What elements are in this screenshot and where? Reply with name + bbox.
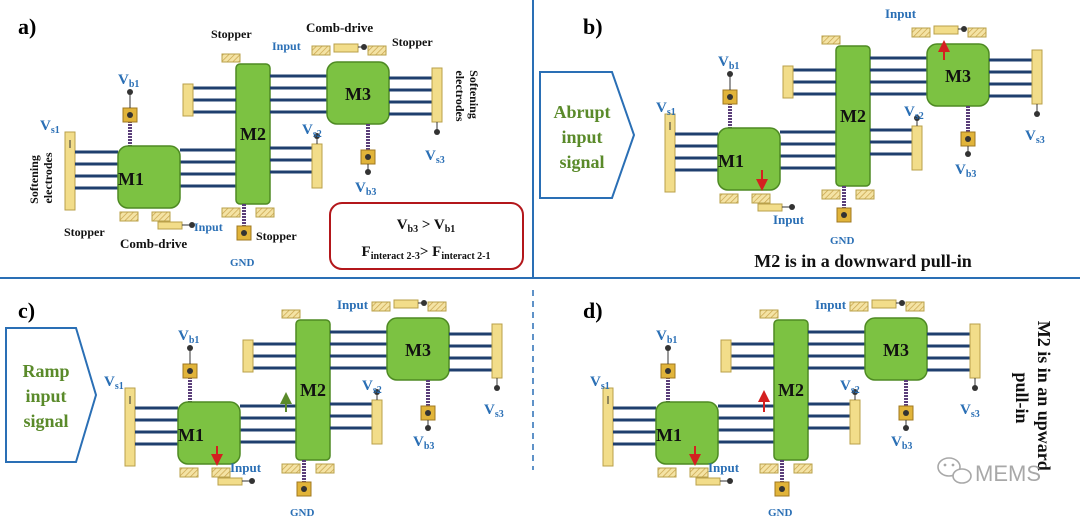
panel-a-softening-left: Softening electrodes [27,152,55,204]
panel-c-m1-label: M1 [178,425,204,445]
panel-c-m2-label: M2 [300,380,326,400]
panel-a-vs3: Vs3 [425,148,445,166]
panel-b-input-bottom: Input [773,212,805,227]
panel-d: d) M1 M2 M3 Vb1 Vs1 Vs2 Vs3 Vb3 GND Inpu… [583,297,1054,518]
panel-a-stopper-top: Stopper [211,27,252,41]
panel-c-gnd: GND [290,507,315,518]
panel-a-stopper-right: Stopper [392,35,433,49]
panel-d-vb3: Vb3 [891,434,912,452]
panel-a-input-top: Input [272,39,301,53]
panel-a-vb3: Vb3 [355,180,376,198]
panel-c-vs1: Vs1 [104,374,124,392]
panel-c-tag: c) [18,298,35,323]
panel-d-input-bottom: Input [708,460,740,475]
panel-c-vb3: Vb3 [413,434,434,452]
watermark-text: MEMS [975,461,1041,486]
ramp-signal-line-3: signal [23,411,68,431]
wechat-icon [937,457,972,484]
abrupt-signal-line-3: signal [559,152,604,172]
panel-a-vb1: Vb1 [118,72,139,90]
panel-b-vb1: Vb1 [718,54,739,72]
panel-a-tag: a) [18,14,36,39]
ramp-signal-arrow [5,327,98,463]
panel-d-vs1: Vs1 [590,374,610,392]
panel-b-m2-label: M2 [840,106,866,126]
condition-box [329,202,524,270]
watermark: MEMS [937,457,1041,486]
condition-line-1: Vb3 > Vb1 [397,217,456,235]
ramp-signal-line-1: Ramp [22,361,69,381]
panel-a-m1-label: M1 [118,169,144,189]
panel-b-m3-label: M3 [945,66,971,86]
panel-b-m1-label: M1 [718,151,744,171]
abrupt-signal-line-2: input [561,127,602,147]
panel-b: b) Abrupt input signal M1 M2 M3 Vb1 Vs1 … [539,6,1045,271]
panel-c-input-bottom: Input [230,460,262,475]
panel-a-vs2: Vs2 [302,122,322,140]
panel-a: a) M1 M2 M3 Vb1 Vs1 Vs2 Vs3 Vb3 GND Stop… [18,14,524,270]
panel-d-vs3: Vs3 [960,402,980,420]
panel-d-gnd: GND [768,507,793,518]
panel-a-vs1: Vs1 [40,118,60,136]
panel-b-input-top: Input [885,6,917,21]
panel-a-stopper-gnd: Stopper [256,229,297,243]
panel-b-gnd: GND [830,235,855,247]
panel-d-m1-label: M1 [656,425,682,445]
panel-c-vs2: Vs2 [362,378,382,396]
panel-c: c) Ramp input signal M1 M2 M3 Vb1 Vs1 Vs… [5,297,504,518]
panel-a-m2-label: M2 [240,124,266,144]
condition-line-2: Finteract 2-3> Finteract 2-1 [362,244,491,262]
panel-b-vs2: Vs2 [904,104,924,122]
panel-a-m3-label: M3 [345,84,371,104]
panel-c-input-top: Input [337,297,369,312]
panel-a-input-bottom: Input [194,220,223,234]
panel-a-combdrive-top: Comb-drive [306,20,373,35]
panel-d-input-top: Input [815,297,847,312]
ramp-signal-line-2: input [25,386,66,406]
abrupt-signal-arrow [539,71,636,199]
panel-d-tag: d) [583,298,603,323]
abrupt-signal-line-1: Abrupt [553,102,610,122]
panel-b-vs3: Vs3 [1025,128,1045,146]
panel-d-m2-label: M2 [778,380,804,400]
panel-c-vs3: Vs3 [484,402,504,420]
panel-a-combdrive-bottom: Comb-drive [120,236,187,251]
panel-d-vb1: Vb1 [656,328,677,346]
panel-a-gnd: GND [230,257,255,269]
panel-d-vs2: Vs2 [840,378,860,396]
panel-c-m3-label: M3 [405,340,431,360]
panel-c-vb1: Vb1 [178,328,199,346]
panel-b-vb3: Vb3 [955,162,976,180]
panel-b-caption: M2 is in a downward pull-in [754,251,972,271]
panel-b-vs1: Vs1 [656,100,676,118]
panel-a-stopper-bottom: Stopper [64,225,105,239]
panel-d-m3-label: M3 [883,340,909,360]
panel-d-caption: M2 is in an upward pull-in [1012,321,1054,476]
panel-a-softening-right: Softening electrodes [453,70,481,122]
panel-b-tag: b) [583,14,603,39]
